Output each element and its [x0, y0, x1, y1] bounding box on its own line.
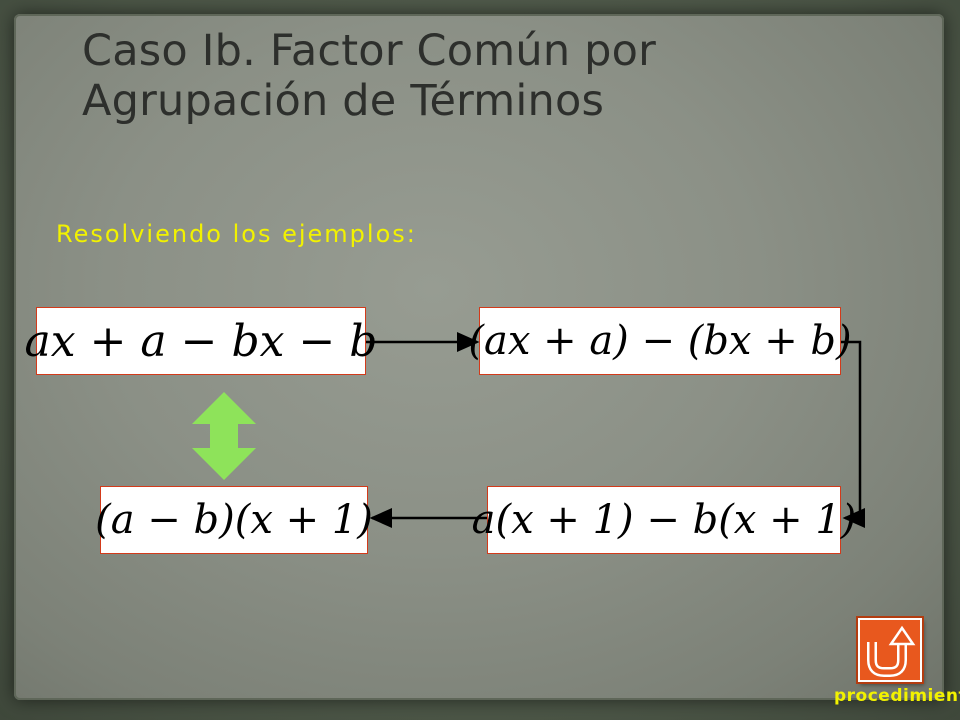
- double-arrow-icon: [192, 392, 256, 480]
- slide-title: Caso Ib. Factor Común por Agrupación de …: [82, 26, 782, 126]
- expression-result: (a − b)(x + 1): [95, 486, 373, 554]
- expression-common-factor: a(x + 1) − b(x + 1): [472, 486, 856, 554]
- procedimiento-button[interactable]: [858, 618, 922, 682]
- u-turn-arrow-icon: [867, 625, 916, 677]
- title-line-2: Agrupación de Términos: [82, 76, 605, 126]
- title-line-1: Caso Ib. Factor Común por: [82, 26, 657, 76]
- arrow-step2-to-step3: [841, 340, 865, 528]
- expression-original: ax + a − bx − b: [25, 307, 377, 375]
- procedimiento-label[interactable]: procedimiento: [834, 686, 960, 706]
- subtitle: Resolviendo los ejemplos:: [56, 220, 417, 248]
- expression-grouped: (ax + a) − (bx + b): [468, 307, 852, 375]
